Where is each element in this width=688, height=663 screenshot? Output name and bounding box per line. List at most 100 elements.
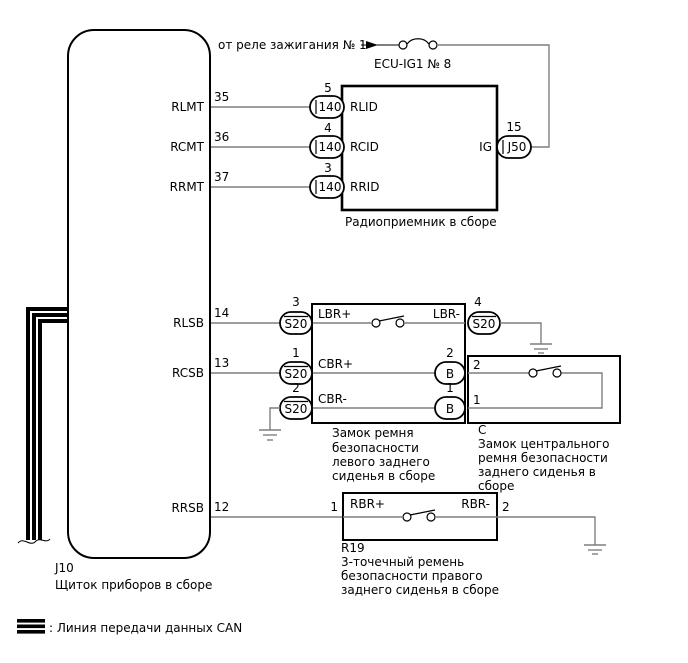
ground-icon-left — [259, 429, 281, 441]
radio-pin-label-ig: IG — [479, 140, 492, 154]
central-lock-name-line1: Замок центрального — [478, 437, 609, 451]
ground-icon-middle — [530, 343, 552, 354]
connector-140-pin4-code: 140 — [319, 140, 342, 154]
cluster-pin-label-rlmt: RLMT — [171, 100, 204, 114]
connector-140-pin3-num: 3 — [324, 161, 332, 175]
connector-s20-pin2-num: 2 — [292, 381, 300, 395]
connector-j50-pin15: J50 15 — [496, 120, 532, 159]
connector-140-pin3-outline — [309, 175, 345, 199]
arrow-right-icon — [366, 41, 378, 49]
connector-b-pin2-num: 2 — [446, 346, 454, 360]
ground-rbr-wire — [497, 516, 596, 545]
central-switch-contact-left — [528, 368, 538, 378]
cbr-plus-label: CBR+ — [318, 357, 353, 371]
instrument-cluster-outline — [67, 29, 211, 559]
connector-140-pin5-code: 140 — [319, 100, 342, 114]
right-belt-name-line2: безопасности правого — [341, 569, 483, 583]
radio-receiver-block: RLID RCID RRID IG Радиоприемник в сборе … — [309, 81, 532, 229]
left-belt-lock-block: LBR+ LBR- CBR+ CBR- Замок ремня безопасн… — [311, 303, 466, 483]
fuse-icon — [398, 38, 438, 50]
fuse-terminal-left — [398, 40, 408, 50]
central-belt-lock-block: 2 1 C Замок центрального ремня безопасно… — [467, 355, 621, 493]
legend: : Линия передачи данных CAN — [17, 619, 242, 635]
connector-140-pin5-outline — [309, 95, 345, 119]
lbr-switch-contact-right — [395, 318, 405, 328]
fuse-element — [406, 38, 430, 45]
connector-b-pin1: B 1 — [434, 381, 466, 420]
rbr-minus-label: RBR- — [461, 497, 490, 511]
connector-b-pin2-code: B — [446, 367, 454, 381]
ground-icon-right — [584, 544, 606, 555]
legend-bar1 — [17, 619, 45, 623]
rbr-switch-contact-left — [402, 512, 412, 522]
central-lock-outline — [467, 355, 621, 424]
cluster-pin-num-14: 14 — [214, 306, 229, 320]
left-lock-name-line4: сиденья в сборе — [332, 469, 435, 483]
ground-lbr-minus — [500, 322, 552, 354]
cluster-pin-num-12: 12 — [214, 500, 229, 514]
connector-s20-pin1-outline — [279, 361, 313, 385]
connector-140-pin3-code: 140 — [319, 180, 342, 194]
connector-140-pin4-num: 4 — [324, 121, 332, 135]
lbr-switch-blade — [378, 315, 405, 322]
connector-b-pin1-code: B — [446, 402, 454, 416]
connector-s20-pin3-outline — [279, 311, 313, 335]
can-line-outer — [26, 307, 70, 540]
cluster-pin-num-37: 37 — [214, 170, 229, 184]
connector-j50-num: 15 — [506, 120, 521, 134]
connector-140-pin5-num: 5 — [324, 81, 332, 95]
connector-s20-pin3-num: 3 — [292, 295, 300, 309]
right-belt-pin2-num: 2 — [502, 500, 510, 514]
central-lock-switch-icon — [528, 365, 562, 378]
connector-j50-code: J50 — [507, 140, 527, 154]
central-switch-contact-right — [552, 368, 562, 378]
central-lock-name-line4: сборе — [478, 479, 514, 493]
right-belt-switch-icon — [402, 509, 436, 522]
cluster-wires — [210, 106, 343, 518]
radio-pin-label-rlid: RLID — [350, 100, 378, 114]
can-line-symbol — [17, 619, 45, 634]
legend-bar3 — [17, 630, 45, 634]
ignition-feed: от реле зажигания № 1 ECU-IG1 № 8 — [218, 38, 550, 148]
instrument-cluster-block: RLMT RCMT RRMT RLSB RCSB RRSB 35 36 37 1… — [54, 29, 229, 592]
fuse-label: ECU-IG1 № 8 — [374, 57, 451, 71]
rbr-switch-blade — [409, 509, 436, 516]
connector-s20-pin3: S20 3 — [279, 295, 313, 335]
cluster-pin-num-35: 35 — [214, 90, 229, 104]
cluster-code: J10 — [54, 561, 74, 575]
connector-s20-pin4: S20 4 — [467, 295, 501, 335]
can-bus-line — [17, 307, 70, 544]
central-lock-pin2-num: 2 — [473, 358, 481, 372]
connector-b-pin1-num: 1 — [446, 381, 454, 395]
connector-s20-pin1-num: 1 — [292, 346, 300, 360]
right-belt-pin1-num: 1 — [330, 500, 338, 514]
ground-rbr-minus — [497, 516, 606, 555]
cluster-pin-label-rrsb: RRSB — [171, 501, 204, 515]
cluster-name: Щиток приборов в сборе — [55, 578, 212, 592]
ground-cbr-wire — [269, 407, 280, 430]
cluster-pin-num-13: 13 — [214, 356, 229, 370]
can-line-inner — [38, 319, 70, 540]
can-line-break-mark — [17, 538, 51, 544]
fuse-terminal-right — [428, 40, 438, 50]
cluster-pin-label-rcsb: RCSB — [172, 366, 204, 380]
connector-s20-pin4-code: S20 — [473, 317, 496, 331]
cluster-pin-num-36: 36 — [214, 130, 229, 144]
cluster-pin-label-rcmt: RCMT — [170, 140, 204, 154]
central-lock-wire-loop — [468, 372, 603, 409]
wire-fuse-to-ig — [438, 44, 550, 148]
connector-s20-pin2: S20 2 — [279, 381, 313, 420]
legend-bar2 — [17, 624, 45, 629]
central-switch-blade — [535, 365, 562, 372]
lbr-minus-label: LBR- — [433, 307, 460, 321]
radio-pin-label-rcid: RCID — [350, 140, 379, 154]
connector-140-pin3: 140 3 — [309, 161, 345, 199]
left-lock-name-line3: левого заднего — [332, 455, 430, 469]
left-lock-name-line1: Замок ремня — [332, 426, 414, 440]
connector-s20-pin1-code: S20 — [285, 367, 308, 381]
central-lock-code: C — [478, 423, 486, 437]
ground-lbr-wire — [500, 322, 542, 344]
ignition-relay-label: от реле зажигания № 1 — [218, 38, 367, 52]
